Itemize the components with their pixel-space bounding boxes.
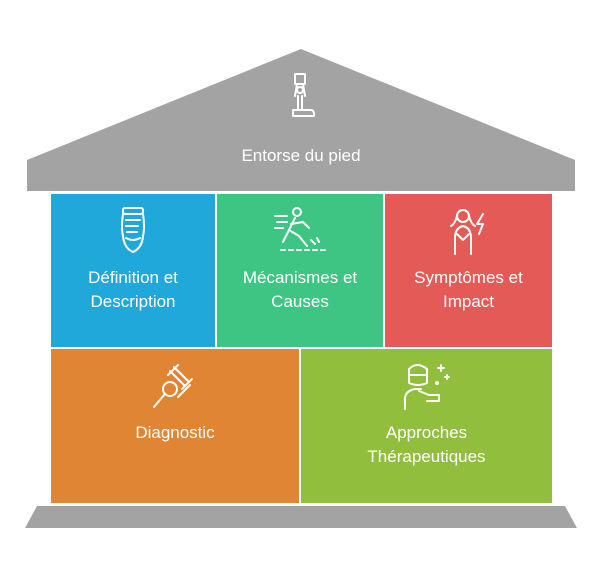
base-platform (25, 506, 577, 528)
pillar-definition-label: Définition et Description (88, 268, 178, 311)
pillar-mecanismes: Mécanismes et Causes (217, 194, 383, 347)
tile-diagnostic: Diagnostic (51, 349, 299, 503)
roof-title: Entorse du pied (241, 146, 361, 165)
pillar-mecanismes-label: Mécanismes et Causes (242, 268, 358, 311)
prosthetic-leg-icon (281, 70, 321, 127)
pillar-symptomes: Symptômes et Impact (385, 194, 552, 347)
woman-pain-icon (445, 206, 493, 261)
pillar-symptomes-label: Symptômes et Impact (414, 268, 523, 311)
tile-approches-label: Approches Thérapeutiques (367, 423, 486, 466)
reflex-hammer-icon (152, 363, 198, 414)
healthcare-worker-icon (401, 361, 453, 416)
foot-icon (116, 206, 150, 259)
falling-person-icon (273, 206, 327, 259)
roof (27, 49, 575, 191)
tile-approches: Approches Thérapeutiques (301, 349, 552, 503)
pillar-definition: Définition et Description (51, 194, 215, 347)
tile-diagnostic-label: Diagnostic (135, 423, 215, 442)
